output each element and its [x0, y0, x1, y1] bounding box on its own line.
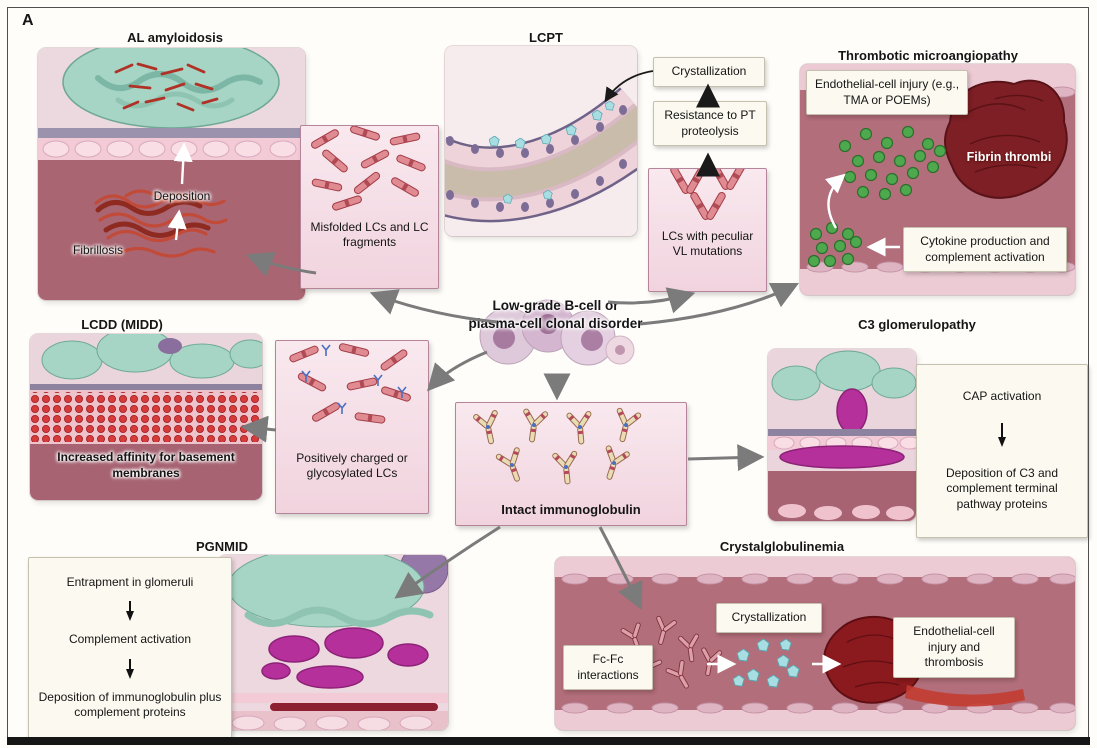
figure-bottom-border — [7, 737, 1090, 745]
c3-illustration — [768, 349, 916, 521]
intact-immunoglobulin-label: Intact immunoglobulin — [501, 502, 641, 517]
down-arrow-icon — [126, 658, 134, 679]
vessel-wall-bottom-art — [800, 269, 1075, 295]
vessel-wall-top-art — [555, 557, 1075, 577]
proximal-tubule-art — [445, 86, 637, 223]
c3-deposit-hump-art — [836, 388, 868, 434]
intact-immunoglobulin-box: Intact immunoglobulin — [455, 402, 687, 526]
fibrin-thrombi-label: Fibrin thrombi — [966, 150, 1052, 164]
al-amyloidosis-title: AL amyloidosis — [127, 30, 223, 45]
peculiar-lcs-box: LCs with peculiar VL mutations — [648, 168, 767, 292]
panel-letter: A — [22, 12, 34, 29]
glomerular-tuft-art — [41, 334, 262, 380]
pgnmid-deposition-label: Deposition of immunoglobulin plus comple… — [38, 689, 222, 720]
lcpt-title: LCPT — [529, 30, 563, 45]
amyloid-deposits-upper-art — [114, 62, 219, 112]
c3-mechanism-box: CAP activation Deposition of C3 and comp… — [916, 364, 1088, 538]
deposition-label: Deposition — [153, 189, 211, 203]
fibril-tangle-art — [94, 189, 228, 258]
crystalglobulinemia-title: Crystalglobulinemia — [719, 539, 845, 554]
fibrillosis-label: Fibrillosis — [72, 243, 123, 257]
tubular-cell-nuclei-art — [446, 105, 627, 212]
lcpt-illustration — [445, 46, 637, 236]
glomerular-tuft-art — [771, 350, 916, 401]
ig-deposit-blobs-art — [261, 627, 429, 689]
lc-deposit-dots-art — [30, 392, 262, 442]
lcpt-crystallization-box: Crystallization — [653, 57, 765, 87]
hemorrhage-streak-art — [270, 703, 438, 711]
charged-lcs-box: Positively charged or glycosylated LCs — [275, 340, 429, 514]
entrapment-label: Entrapment in glomeruli — [66, 574, 194, 589]
arrow-ig-to-c3 — [687, 444, 765, 472]
misfolded-lcs-box: Misfolded LCs and LC fragments — [300, 125, 439, 289]
fcfc-interactions-box: Fc-Fc interactions — [563, 645, 653, 691]
basement-membrane-art — [30, 384, 262, 390]
foot-process-art — [42, 140, 297, 158]
clonal-cells-illustration — [470, 288, 640, 381]
cryo-crystallization-box: Crystallization — [716, 603, 822, 633]
peculiar-lcs-label: LCs with peculiar VL mutations — [661, 229, 754, 258]
down-arrow-icon — [998, 423, 1006, 448]
pgnmid-illustration — [218, 555, 448, 730]
charged-lcs-label: Positively charged or glycosylated LCs — [296, 451, 408, 480]
c3-title: C3 glomerulopathy — [858, 317, 976, 332]
pgnmid-mechanism-box: Entrapment in glomeruli Complement activ… — [28, 557, 232, 739]
basement-membrane-art — [38, 128, 305, 138]
down-arrow-icon — [126, 601, 134, 622]
clonal-disorder-label: Low-grade B-cell or plasma-cell clonal d… — [468, 298, 643, 331]
pgnmid-title: PGNMID — [196, 539, 248, 554]
light-chain-pairs-art — [668, 169, 747, 222]
affinity-label: Increased affinity for basement membrane… — [57, 450, 235, 480]
complement-activation-label: Complement activation — [68, 632, 192, 647]
tma-title: Thrombotic microangiopathy — [838, 48, 1018, 63]
cryo-injury-box: Endothelial-cell injury and thrombosis — [893, 617, 1015, 678]
tma-injury-box: Endothelial-cell injury (e.g., TMA or PO… — [806, 70, 968, 116]
antibody-array-art — [471, 406, 643, 486]
vessel-wall-bottom-art — [555, 710, 1075, 730]
glycosylated-lc-rods-art — [288, 342, 412, 425]
misfolded-lc-rods-art — [309, 126, 427, 212]
lcdd-title: LCDD (MIDD) — [81, 317, 163, 332]
lcdd-illustration — [30, 334, 262, 500]
cytokine-dots-art — [807, 125, 947, 268]
c3-deposit-band-art — [779, 445, 905, 469]
blood-streak-art — [905, 685, 1025, 707]
glycan-marks-art — [301, 344, 407, 414]
al-amyloidosis-illustration — [38, 48, 305, 300]
resistance-box: Resistance to PT proteolysis — [653, 101, 767, 147]
c3-deposition-label: Deposition of C3 and complement terminal… — [945, 465, 1059, 511]
cap-activation-label: CAP activation — [962, 389, 1042, 404]
misfolded-lcs-label: Misfolded LCs and LC fragments — [310, 220, 429, 249]
tma-cytokine-box: Cytokine production and complement activ… — [903, 227, 1067, 273]
